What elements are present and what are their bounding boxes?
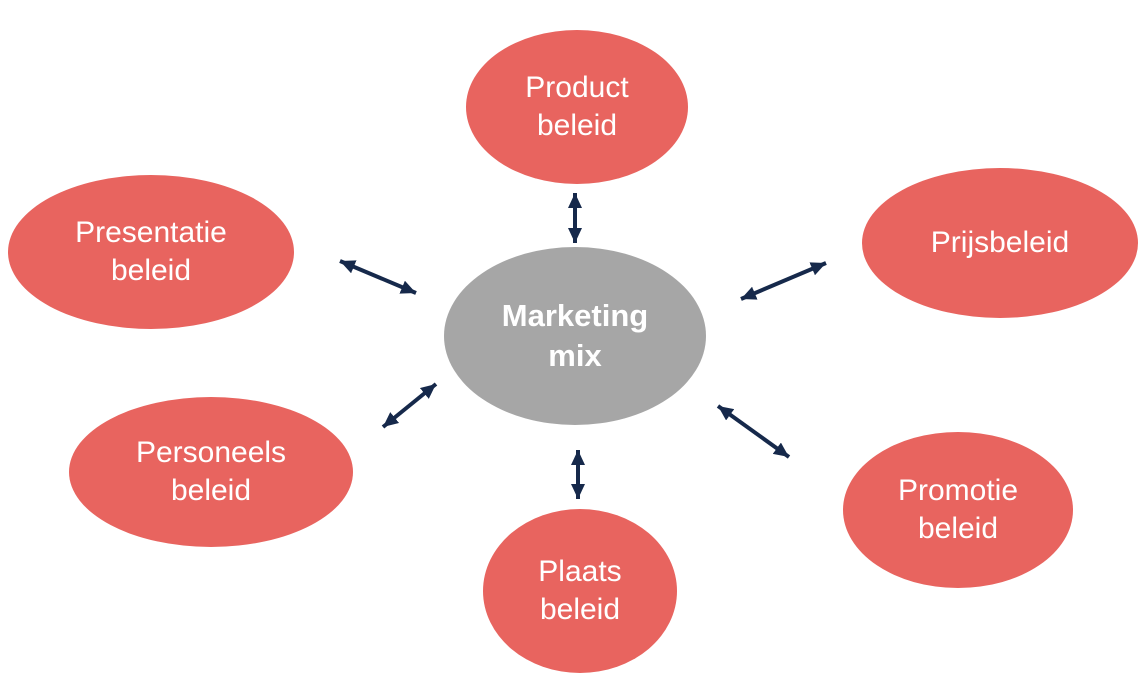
node-label-line: Personeels [135,435,287,469]
node-presentatie-beleid: Presentatie beleid [8,175,294,329]
node-promotie-beleid: Promotie beleid [843,432,1073,588]
node-prijsbeleid: Prijsbeleid [862,168,1138,318]
node-label-line: beleid [917,512,999,545]
node-label-line: Plaats [538,554,622,588]
node-label-line: beleid [536,109,618,142]
node-label-line: Promotie [897,473,1019,507]
node-label-line: Prijsbeleid [930,225,1070,259]
arrow-center-promotie [716,404,791,459]
node-label: Prijsbeleid [931,224,1069,262]
arrow-center-presentatie [339,259,417,295]
node-personeels-beleid: Personeels beleid [69,397,353,547]
node-label-line: beleid [170,474,252,507]
node-label: Personeels beleid [136,434,286,511]
arrow-center-personeels [381,382,438,429]
node-label: Plaats beleid [538,553,621,630]
node-label-line: beleid [110,254,192,287]
node-label-line: Product [525,70,629,104]
node-product-beleid: Product beleid [466,30,688,184]
node-label: Product beleid [525,69,628,146]
node-plaats-beleid: Plaats beleid [483,509,677,673]
arrow-center-prijs [740,261,827,301]
node-label-line: mix [548,338,602,373]
node-label-line: Marketing [501,298,649,334]
node-label-line: Presentatie [75,215,227,249]
node-label: Promotie beleid [898,472,1018,549]
node-label: Presentatie beleid [75,214,227,291]
node-label-line: beleid [539,593,621,626]
node-marketing-mix: Marketing mix [444,247,706,425]
node-label: Marketing mix [502,296,648,375]
